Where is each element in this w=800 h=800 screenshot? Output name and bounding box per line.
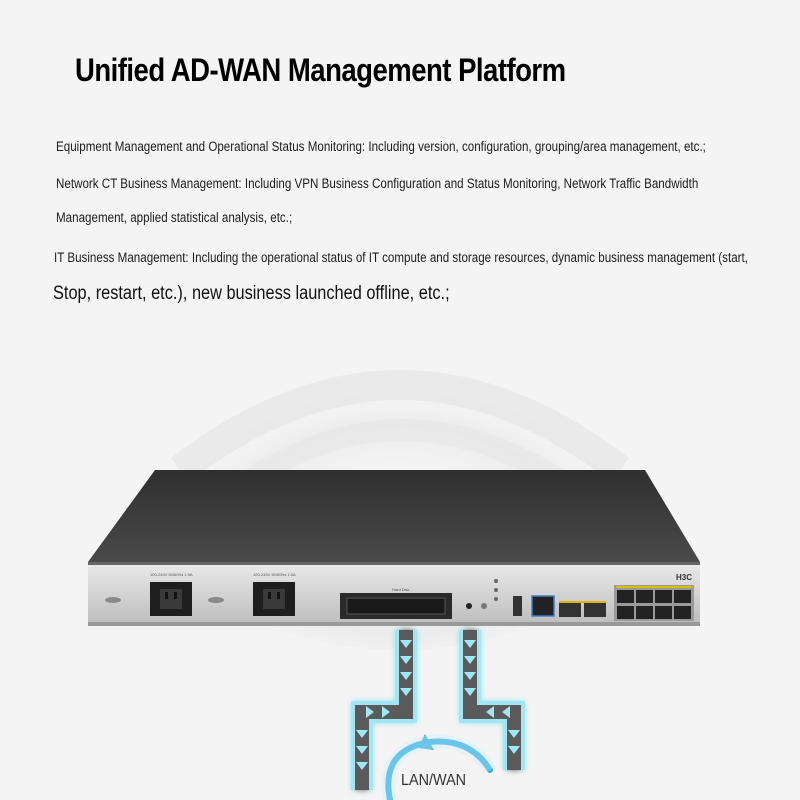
feature-it-text-line1: IT Business Management: Including the op…	[54, 250, 748, 265]
sfp-port-1-icon	[559, 603, 581, 617]
console-port-icon	[531, 595, 555, 617]
power-socket-2: 100-240V 50/60Hz 1.5A	[253, 572, 296, 616]
psu1-label: 100-240V 50/60Hz 1.5A	[150, 572, 193, 577]
feature-network-text-line1: Network CT Business Management: Includin…	[56, 176, 699, 191]
screw-icon	[481, 603, 487, 609]
page-title: Unified AD-WAN Management Platform	[75, 52, 566, 88]
reset-button-icon	[466, 603, 472, 609]
feature-equipment-text: Equipment Management and Operational Sta…	[56, 139, 706, 154]
power-socket-1: 100-240V 50/60Hz 1.5A	[150, 572, 193, 616]
ethernet-ports	[614, 585, 694, 621]
sfp-port-2-icon	[584, 603, 606, 617]
feature-it-text-line2: Stop, restart, etc.), new business launc…	[53, 283, 450, 304]
led-power-icon	[494, 588, 498, 592]
led-status-icon	[494, 597, 498, 601]
slot-label: Hard Disk	[392, 587, 410, 592]
lan-wan-label: LAN/WAN	[401, 772, 467, 789]
router-device: 100-240V 50/60Hz 1.5A 100-240V 50/60Hz 1…	[88, 470, 700, 626]
led-sys-icon	[494, 579, 498, 583]
hard-disk-slot: Hard Disk	[340, 587, 452, 619]
feature-network-text-line2: Management, applied statistical analysis…	[56, 210, 293, 225]
loop-arrow-icon	[381, 734, 496, 800]
arrow-chevrons	[356, 640, 520, 770]
usb-port-icon	[513, 596, 522, 616]
brand-logo: H3C	[676, 573, 692, 582]
psu2-label: 100-240V 50/60Hz 1.5A	[253, 572, 296, 577]
